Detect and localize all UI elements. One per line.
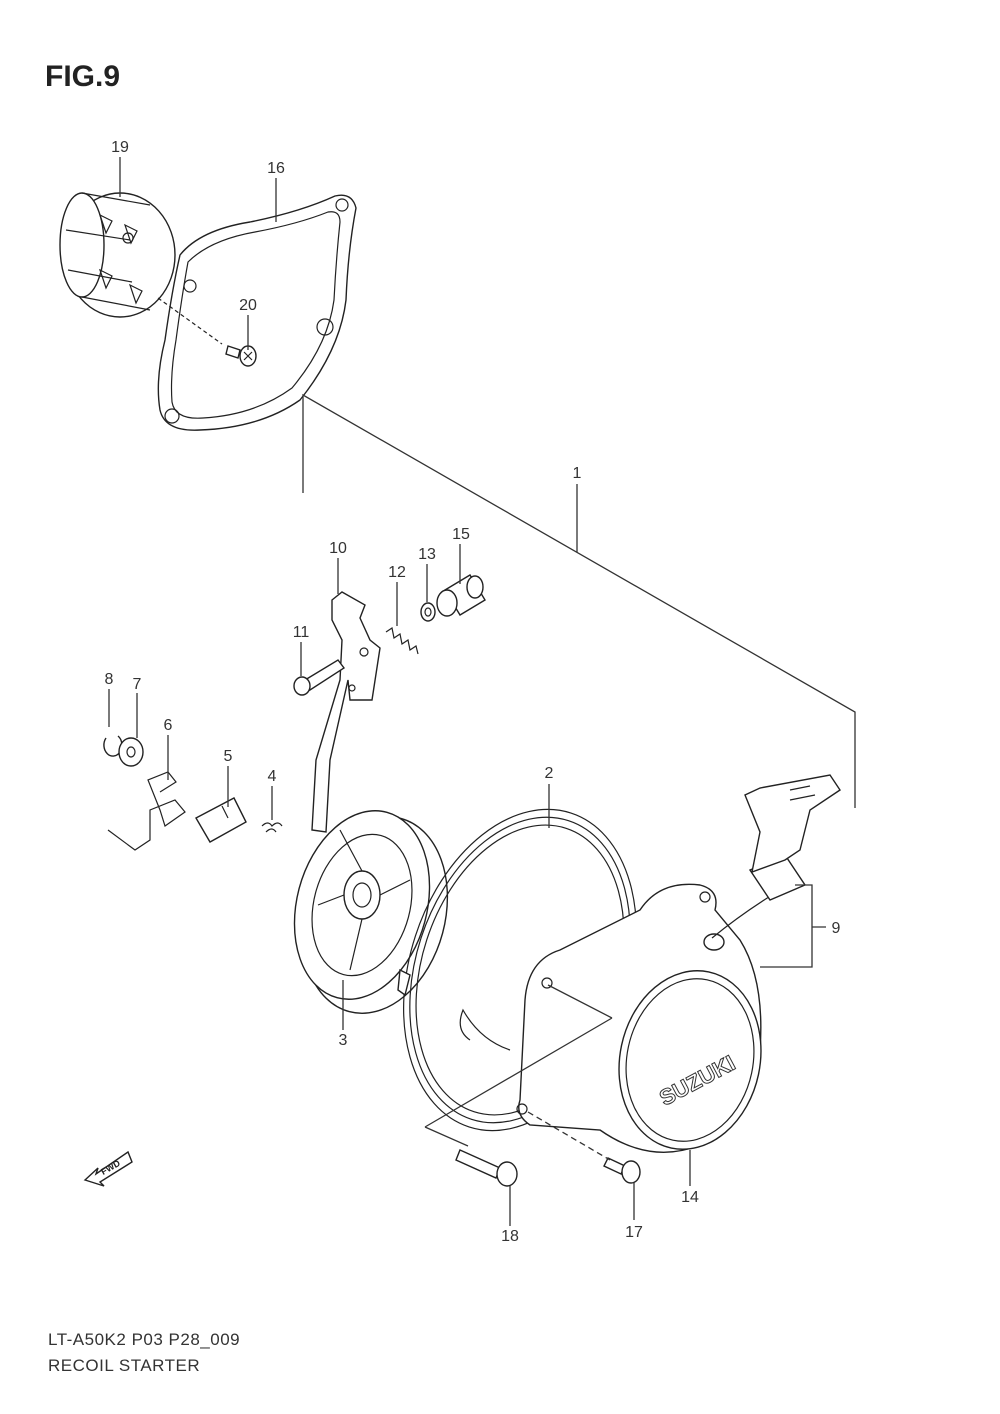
footer-diagram-name: RECOIL STARTER: [48, 1356, 201, 1375]
callout-5: 5: [224, 748, 233, 765]
part-8-circlip: [103, 735, 123, 757]
part-9-handle: [711, 774, 841, 939]
part-4-spring: [261, 822, 283, 833]
part-6-guide: [107, 771, 186, 851]
callout-14: 15: [452, 526, 470, 543]
callout-2: 2: [545, 765, 554, 782]
part-3-reel: [293, 810, 449, 1014]
callout-leaders: [108, 157, 691, 1226]
callout-16: 16: [267, 160, 285, 177]
screw-leader-line: [527, 1111, 611, 1161]
callout-12: 12: [388, 564, 406, 581]
part-19-bearing: [59, 192, 176, 318]
callout-10: 10: [329, 540, 347, 557]
callout-7: 7: [133, 676, 142, 693]
callout-13: 13: [418, 546, 436, 563]
part-10-ratchet-lever: [311, 591, 381, 833]
callout-4: 4: [268, 768, 277, 785]
callout-19: 19: [111, 139, 129, 156]
callout-labels: 1 2 3 4 5 6 7 8 9 10 11 12 13 15 14 16 1…: [105, 139, 841, 1245]
part-16-gasket: [157, 194, 357, 431]
callout-20: 20: [239, 297, 257, 314]
callout-9-bracket: [760, 884, 826, 968]
part-12-spring: [385, 627, 419, 655]
callout-17: 17: [625, 1224, 643, 1241]
callout-8: 8: [105, 671, 114, 688]
bolt-leader-lines: [424, 984, 613, 1147]
callout-1: 1: [573, 465, 582, 482]
part-7-washer: [118, 737, 144, 767]
part-17-screw: [603, 1157, 641, 1184]
part-5-pawl: [195, 797, 247, 843]
part-18-bolt: [455, 1149, 518, 1187]
part-14-case: SUZUKI: [516, 883, 762, 1153]
part-15-bushing: [436, 574, 486, 617]
figure-title: FIG.9: [45, 60, 121, 93]
callout-11: 11: [293, 624, 310, 641]
fwd-arrow-icon: FWD: [83, 1150, 133, 1187]
callout-6: 6: [164, 717, 173, 734]
callout-9: 9: [832, 920, 841, 937]
callout-3: 3: [339, 1032, 348, 1049]
footer-model-code: LT-A50K2 P03 P28_009: [48, 1330, 241, 1349]
part-13-collar: [420, 602, 436, 622]
part-11-bolt: [293, 659, 346, 696]
assembly-bracket-line: [302, 393, 856, 808]
part-20-screw: [157, 297, 257, 367]
callout-14-case: 14: [681, 1189, 699, 1206]
callout-18: 18: [501, 1228, 519, 1245]
